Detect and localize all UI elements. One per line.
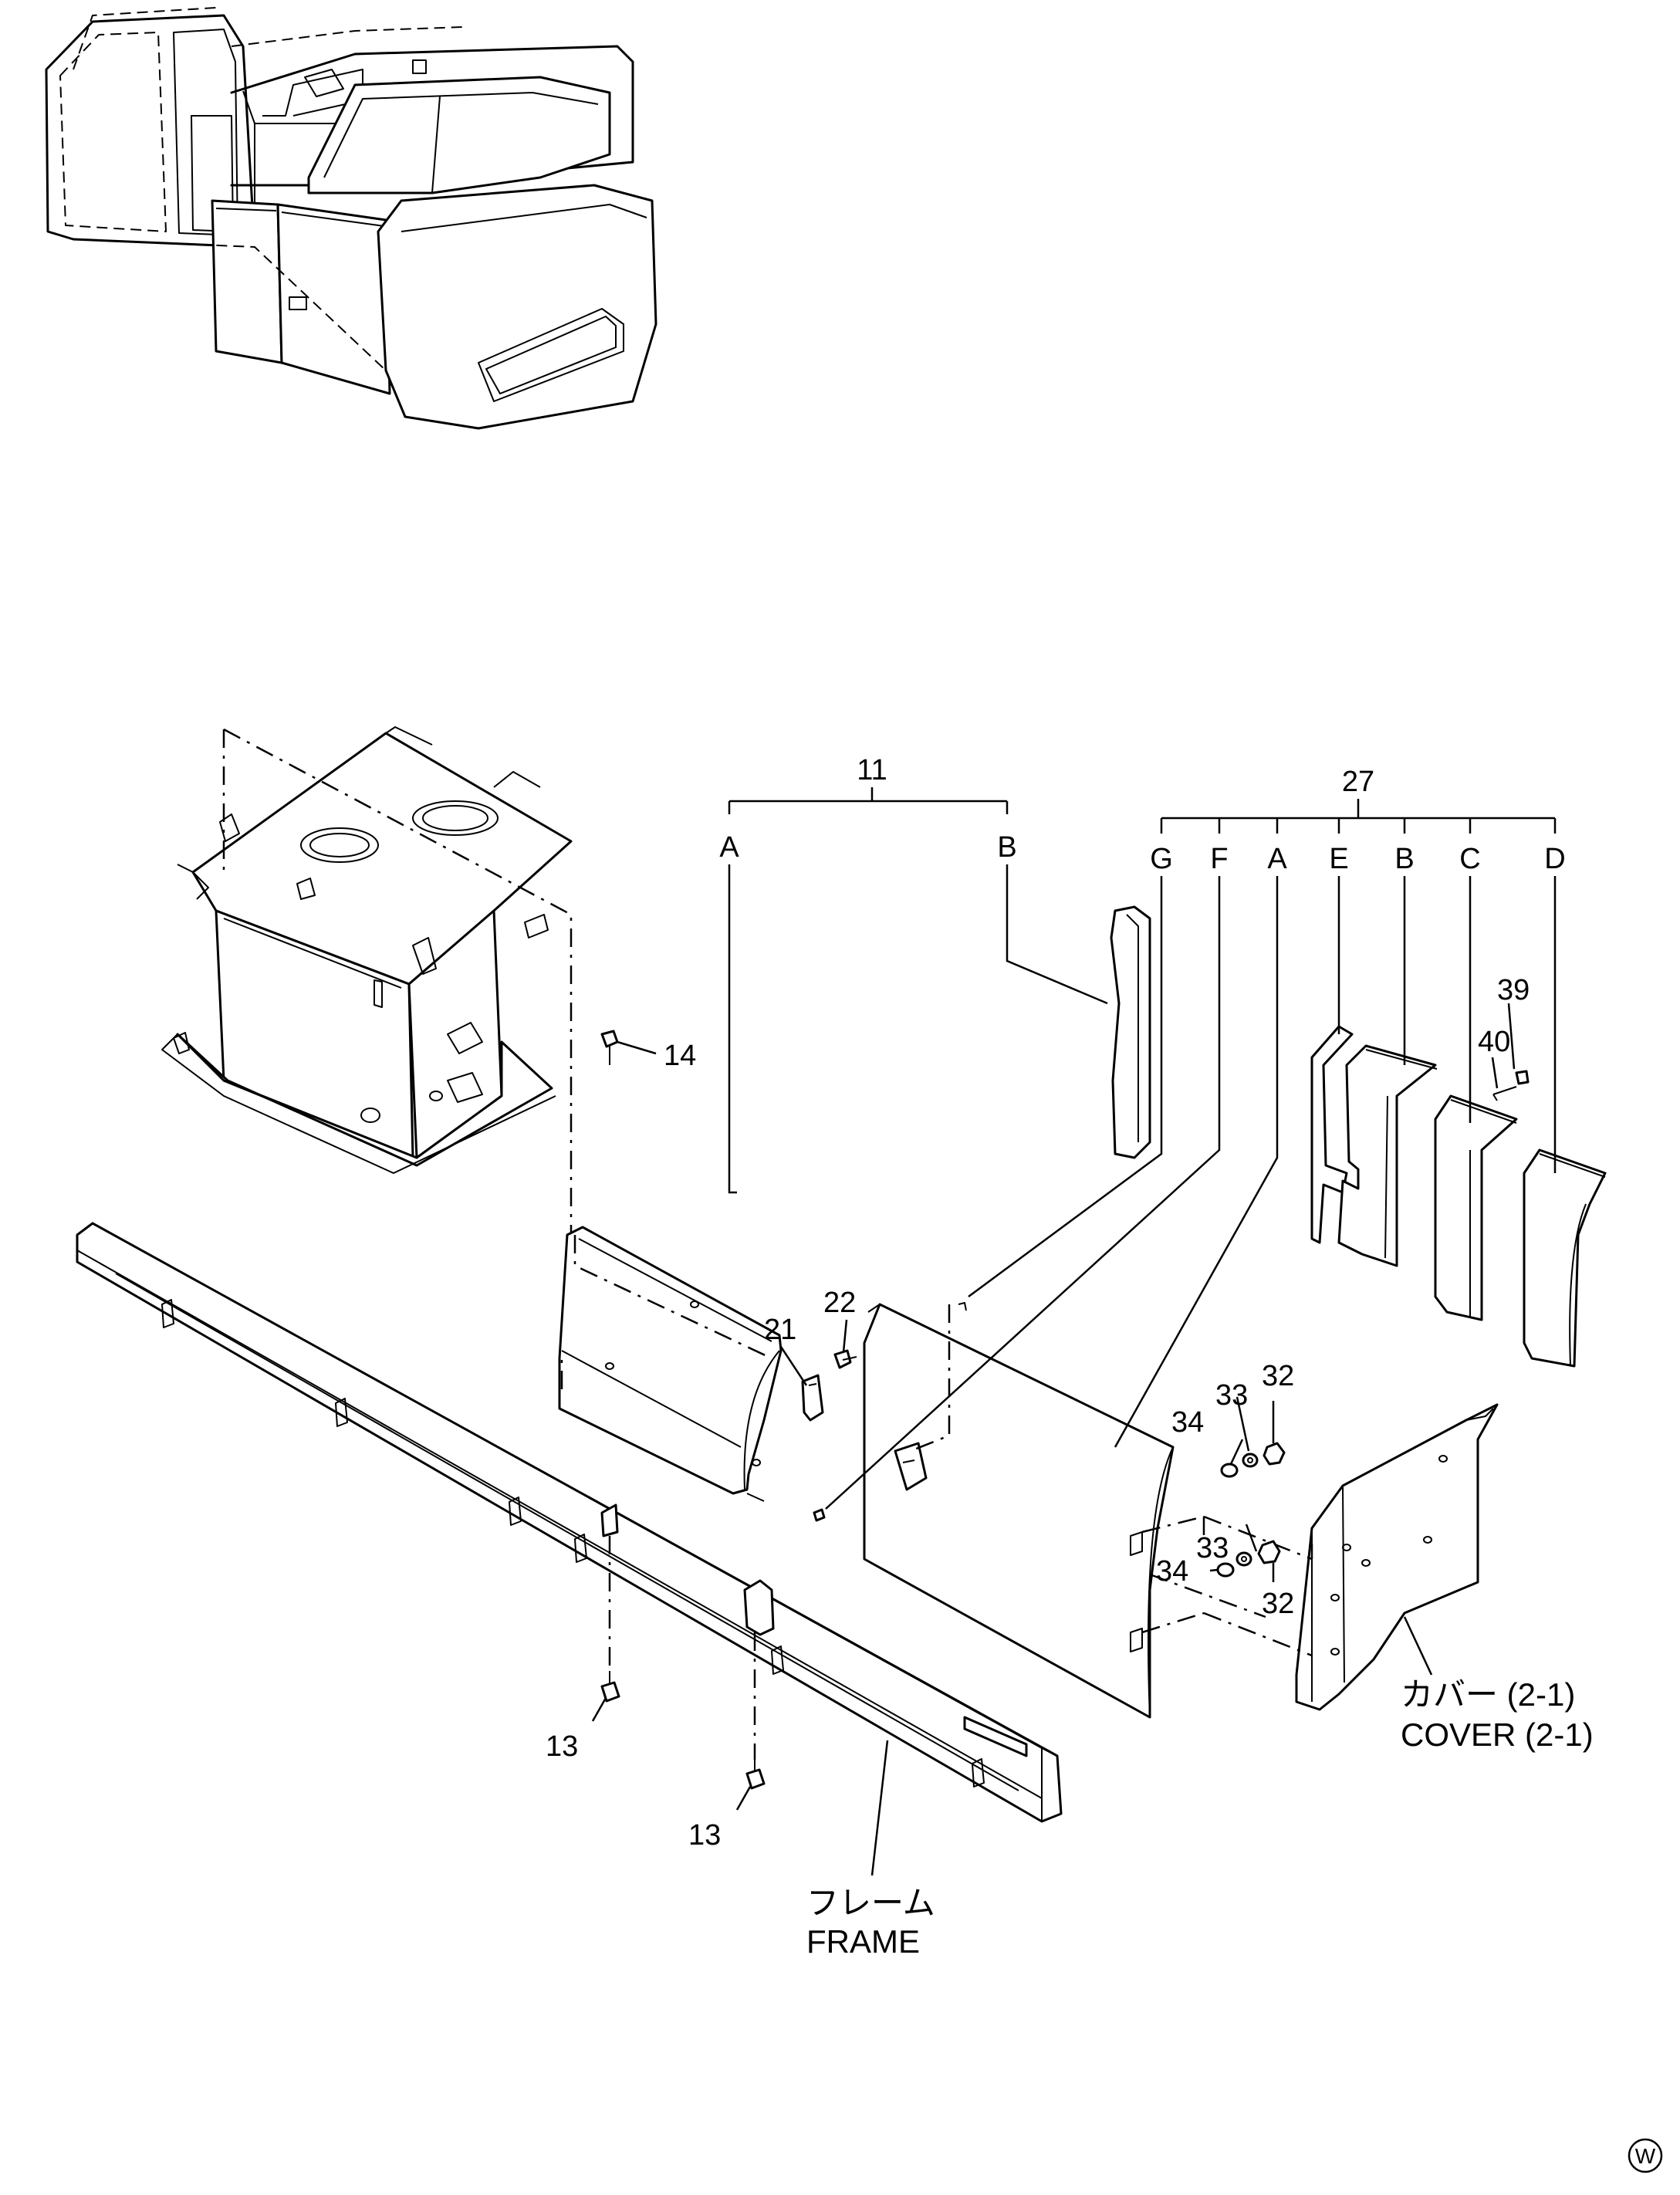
callout-27-letter-a: A	[1267, 843, 1287, 875]
callout-40: 40	[1478, 1026, 1510, 1058]
corner-w-letter: W	[1635, 2144, 1656, 2168]
callout-32-upper: 32	[1262, 1360, 1294, 1392]
washer-34-b	[1216, 1562, 1235, 1578]
side-cover-illustration	[1202, 1403, 1499, 1711]
screw-22	[833, 1349, 857, 1369]
callout-13-left: 13	[546, 1730, 578, 1763]
callout-22: 22	[823, 1287, 856, 1319]
callout-13-right: 13	[688, 1819, 721, 1852]
callout-27: 27	[1342, 766, 1374, 798]
callout-11-letter-a: A	[719, 831, 739, 864]
nut-39	[1515, 1070, 1530, 1085]
callout-27-letter-f: F	[1210, 843, 1228, 875]
callout-33-upper: 33	[1215, 1379, 1248, 1412]
callout-33-lower: 33	[1196, 1532, 1229, 1564]
latch-bracket-21	[801, 1374, 824, 1422]
screw-40	[1492, 1086, 1517, 1101]
screw-small-g	[813, 1302, 967, 1522]
callout-21: 21	[764, 1314, 796, 1346]
bolt-13-b	[745, 1760, 766, 1790]
cover-11a-illustration	[558, 1226, 783, 1502]
callout-27-letter-c: C	[1459, 843, 1480, 875]
cover-ref-en-label: COVER (2-1)	[1401, 1716, 1594, 1753]
callout-27-letter-b: B	[1394, 843, 1414, 875]
callout-27-letter-g: G	[1150, 843, 1173, 875]
cover-ref-jp-label: カバー (2-1)	[1401, 1676, 1575, 1713]
corner-w-mark: W	[1628, 2138, 1663, 2173]
frame-jp-label: フレーム	[806, 1885, 935, 1921]
callout-34-upper: 34	[1171, 1406, 1204, 1439]
washer-34-a	[1220, 1463, 1239, 1478]
nut-32-b	[1257, 1540, 1281, 1564]
tank-assembly-illustration	[161, 726, 573, 1239]
callout-34-lower: 34	[1156, 1555, 1188, 1588]
frame-rail-illustration	[76, 1222, 1063, 1823]
callout-32-lower: 32	[1262, 1588, 1294, 1620]
callout-11-letter-b: B	[997, 831, 1016, 864]
main-door-cover-illustration	[863, 1303, 1266, 1719]
callout-11: 11	[857, 754, 887, 786]
callout-27-letter-d: D	[1544, 843, 1565, 875]
callout-27-letter-e: E	[1329, 843, 1348, 875]
washer-33-b	[1235, 1551, 1252, 1567]
nut-32-a	[1263, 1442, 1286, 1466]
frame-en-label: FRAME	[806, 1923, 920, 1960]
callout-14: 14	[664, 1040, 696, 1072]
washer-33-a	[1242, 1453, 1259, 1468]
seal-27b-illustration	[1337, 1044, 1438, 1267]
seal-27c-illustration	[1434, 1094, 1518, 1321]
machine-overview-illustration	[45, 7, 657, 430]
bolt-14	[600, 1030, 619, 1065]
cover-11b-illustration	[1110, 905, 1151, 1159]
seal-27d-illustration	[1523, 1148, 1607, 1368]
callout-39: 39	[1497, 974, 1530, 1006]
bolt-13-a	[600, 1671, 620, 1703]
callout-leaders	[591, 787, 1557, 1876]
